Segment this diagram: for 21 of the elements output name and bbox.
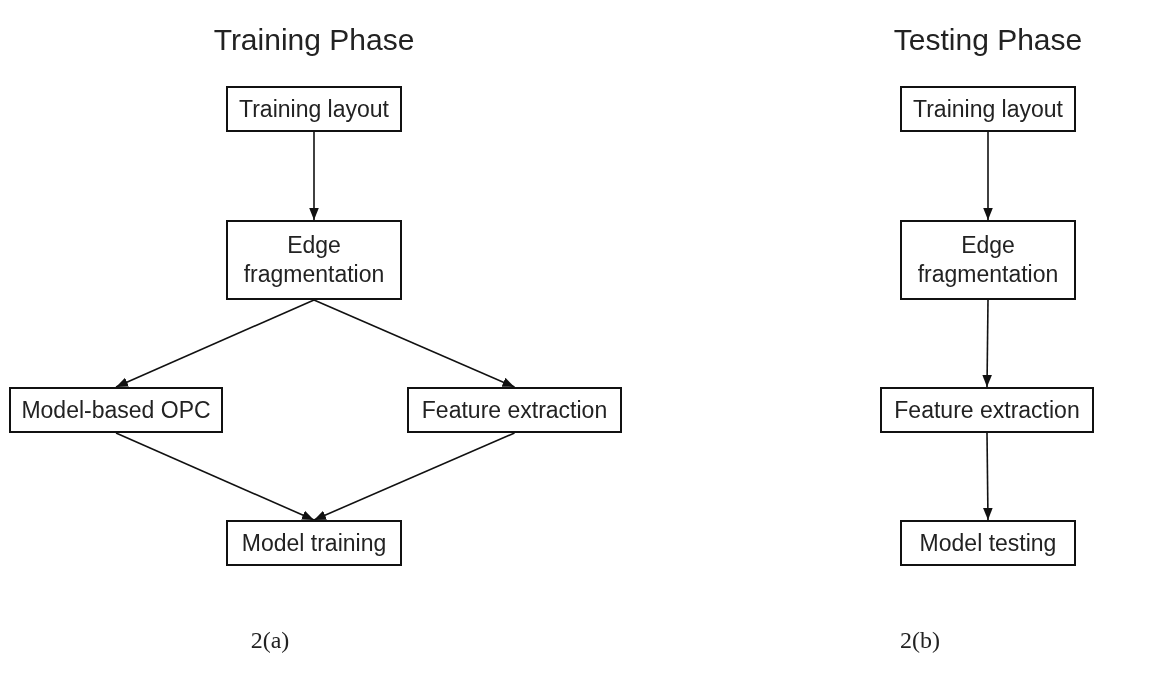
process-box: Edge fragmentation [900,220,1076,300]
panel-heading: Training Phase [213,23,415,57]
panel-heading: Testing Phase [893,23,1083,57]
process-box: Training layout [226,86,402,132]
arrow [115,432,315,521]
arrow [313,432,516,521]
panel-caption: 2(b) [900,626,940,654]
panel-caption: 2(a) [250,626,290,654]
arrow [309,131,319,221]
process-box: Model training [226,520,402,566]
process-box: Edge fragmentation [226,220,402,300]
process-box: Feature extraction [407,387,622,433]
arrow [115,299,315,388]
process-box: Training layout [900,86,1076,132]
process-box: Model-based OPC [9,387,223,433]
arrow [983,131,993,221]
arrow [983,432,993,521]
process-box: Model testing [900,520,1076,566]
arrow [982,299,992,388]
arrow [313,299,516,388]
process-box: Feature extraction [880,387,1094,433]
